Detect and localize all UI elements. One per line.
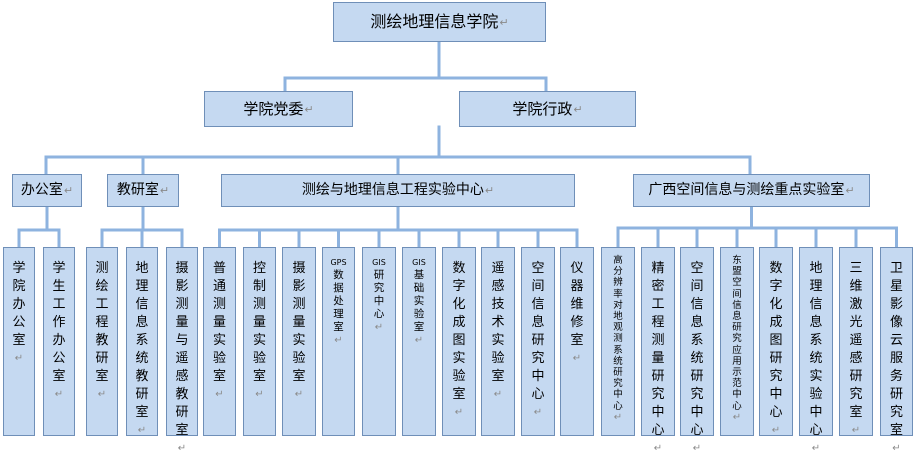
paragraph-mark: ↵ bbox=[97, 389, 107, 400]
unit-box: 摄影测量与遥感教研室↵ bbox=[166, 247, 198, 454]
unit-box: 普通测量实验室↵ bbox=[203, 247, 236, 436]
root-label: 测绘地理信息学院 bbox=[370, 12, 499, 32]
administration-node: 学院行政↵ bbox=[459, 91, 636, 127]
paragraph-mark: ↵ bbox=[845, 184, 855, 197]
dept-key-lab-label: 广西空间信息与测绘重点实验室 bbox=[648, 182, 845, 199]
paragraph-mark: ↵ bbox=[454, 407, 464, 418]
paragraph-mark: ↵ bbox=[732, 411, 742, 423]
party-committee-node: 学院党委↵ bbox=[204, 91, 353, 127]
paragraph-mark: ↵ bbox=[692, 443, 702, 454]
unit-label: 高分辨率对地观测系统研究中心↵ bbox=[613, 255, 623, 423]
unit-label: 卫星影像云服务研究室↵ bbox=[890, 260, 903, 458]
paragraph-mark: ↵ bbox=[613, 411, 623, 423]
unit-label: 空间信息系统研究中心↵ bbox=[690, 260, 703, 458]
unit-box: 精密工程测量研究中心↵ bbox=[641, 247, 675, 454]
paragraph-mark: ↵ bbox=[294, 389, 304, 400]
unit-label: 测绘工程教研室↵ bbox=[95, 260, 108, 404]
unit-label: 三维激光遥感研究室↵ bbox=[849, 260, 862, 440]
paragraph-mark: ↵ bbox=[63, 184, 74, 197]
paragraph-mark: ↵ bbox=[414, 335, 424, 346]
dept-office-node: 办公室↵ bbox=[12, 174, 82, 207]
unit-box: 高分辨率对地观测系统研究中心↵ bbox=[601, 247, 635, 436]
paragraph-mark: ↵ bbox=[177, 443, 187, 454]
unit-box: 摄影测量实验室↵ bbox=[282, 247, 316, 436]
paragraph-mark: ↵ bbox=[137, 425, 147, 436]
paragraph-mark: ↵ bbox=[215, 389, 224, 400]
unit-box: 遥感技术实验室↵ bbox=[481, 247, 515, 436]
paragraph-mark: ↵ bbox=[159, 184, 170, 197]
unit-label: 普通测量实验室↵ bbox=[213, 260, 226, 404]
unit-box: 地理信息系统教研室↵ bbox=[126, 247, 158, 436]
paragraph-mark: ↵ bbox=[892, 443, 901, 454]
paragraph-mark: ↵ bbox=[573, 102, 583, 116]
unit-label: 地理信息系统实验中心↵ bbox=[809, 260, 822, 458]
unit-label: 摄影测量实验室↵ bbox=[292, 260, 305, 404]
unit-label: 地理信息系统教研室↵ bbox=[135, 260, 148, 440]
administration-label: 学院行政 bbox=[512, 100, 573, 118]
unit-box: 数字化成图实验室↵ bbox=[442, 247, 476, 436]
paragraph-mark: ↵ bbox=[255, 389, 264, 400]
dept-teaching-node: 教研室↵ bbox=[107, 174, 179, 207]
unit-box: 仪器维修室↵ bbox=[560, 247, 594, 436]
unit-label: 学生工作办公室↵ bbox=[52, 260, 65, 404]
paragraph-mark: ↵ bbox=[499, 15, 509, 29]
paragraph-mark: ↵ bbox=[653, 443, 663, 454]
unit-box: 控制测量实验室↵ bbox=[243, 247, 276, 436]
unit-box: 空间信息研究中心↵ bbox=[521, 247, 555, 436]
unit-label: 摄影测量与遥感教研室↵ bbox=[175, 260, 188, 458]
dept-lab-center-node: 测绘与地理信息工程实验中心↵ bbox=[221, 174, 575, 207]
unit-label: 东盟空间信息研究应用示范中心↵ bbox=[732, 255, 742, 423]
unit-box: 数字化成图研究中心↵ bbox=[759, 247, 793, 436]
unit-box: 东盟空间信息研究应用示范中心↵ bbox=[720, 247, 754, 436]
unit-box: 测绘工程教研室↵ bbox=[86, 247, 118, 436]
unit-box: 学生工作办公室↵ bbox=[43, 247, 75, 436]
paragraph-mark: ↵ bbox=[771, 425, 781, 436]
unit-label: 遥感技术实验室↵ bbox=[491, 260, 504, 404]
paragraph-mark: ↵ bbox=[533, 407, 543, 418]
paragraph-mark: ↵ bbox=[572, 353, 582, 364]
unit-label: 数字化成图实验室↵ bbox=[452, 260, 465, 422]
paragraph-mark: ↵ bbox=[374, 322, 384, 333]
party-committee-label: 学院党委 bbox=[243, 100, 304, 118]
paragraph-mark: ↵ bbox=[14, 353, 24, 364]
unit-label: 仪器维修室↵ bbox=[570, 260, 583, 368]
dept-office-label: 办公室 bbox=[20, 182, 63, 199]
connector-lines bbox=[17, 40, 898, 249]
paragraph-mark: ↵ bbox=[851, 425, 861, 436]
unit-box: 空间信息系统研究中心↵ bbox=[680, 247, 714, 454]
unit-label: 空间信息研究中心↵ bbox=[531, 260, 544, 422]
paragraph-mark: ↵ bbox=[304, 102, 314, 116]
paragraph-mark: ↵ bbox=[484, 184, 495, 197]
root-node: 测绘地理信息学院↵ bbox=[333, 2, 546, 42]
paragraph-mark: ↵ bbox=[54, 389, 64, 400]
unit-box: 三维激光遥感研究室↵ bbox=[839, 247, 873, 436]
unit-box: 地理信息系统实验中心↵ bbox=[799, 247, 833, 454]
dept-teaching-label: 教研室 bbox=[116, 182, 159, 199]
dept-key-lab-node: 广西空间信息与测绘重点实验室↵ bbox=[633, 174, 870, 207]
unit-box: 学院办公室↵ bbox=[3, 247, 35, 436]
unit-label: 控制测量实验室↵ bbox=[253, 260, 266, 404]
unit-label: 学院办公室↵ bbox=[12, 260, 25, 368]
unit-label: 数字化成图研究中心↵ bbox=[769, 260, 782, 440]
unit-label: 精密工程测量研究中心↵ bbox=[651, 260, 664, 458]
dept-lab-center-label: 测绘与地理信息工程实验中心 bbox=[301, 182, 484, 199]
paragraph-mark: ↵ bbox=[334, 335, 343, 346]
unit-box: 卫星影像云服务研究室↵ bbox=[880, 247, 913, 454]
paragraph-mark: ↵ bbox=[811, 443, 821, 454]
paragraph-mark: ↵ bbox=[493, 389, 503, 400]
